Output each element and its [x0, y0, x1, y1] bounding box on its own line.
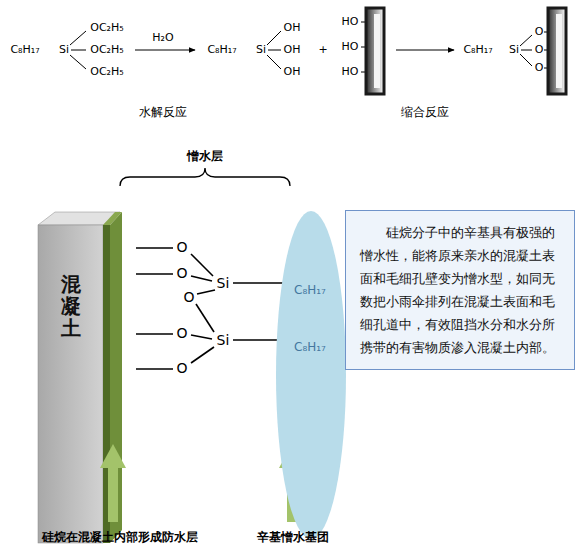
concrete-block: 混凝土: [38, 225, 103, 543]
group: HO: [342, 66, 359, 78]
bond: [136, 273, 173, 275]
substrate-surface: [374, 14, 380, 88]
formula: C₈H₁₇: [463, 44, 492, 56]
atom: Si: [509, 44, 519, 56]
formula: C₈H₁₇: [207, 44, 236, 56]
bond: [136, 333, 173, 335]
atom: O: [535, 26, 544, 38]
substrate-surface: [366, 8, 384, 94]
atom: Si: [217, 276, 230, 291]
group: HO: [342, 16, 359, 28]
reaction-arrow: [135, 50, 195, 51]
atom: O: [176, 326, 187, 341]
atom: O: [176, 240, 187, 255]
group-formula: C₈H₁₇: [294, 283, 326, 297]
substrate-surface: [548, 8, 566, 94]
ellipse-outline: [275, 210, 347, 540]
caption-label: 辛基憎水基团: [257, 531, 329, 544]
bond: [136, 368, 173, 370]
bond: [267, 31, 281, 45]
note-text: 硅烷分子中的辛基具有极强的憎水性，能将原来亲水的混凝土表面和毛细孔壁变为憎水型，…: [360, 221, 560, 359]
bond: [191, 347, 214, 363]
pointer-arrow: [100, 444, 305, 522]
bond: [191, 254, 213, 276]
bond: [136, 247, 173, 249]
bond: [191, 335, 212, 339]
arrow-shaft: [108, 466, 118, 522]
note-box: 硅烷分子中的辛基具有极强的憎水性，能将原来亲水的混凝土表面和毛细孔壁变为憎水型，…: [345, 210, 575, 370]
bond: [197, 290, 215, 294]
reaction-arrow: [396, 50, 454, 51]
atom: Si: [59, 44, 69, 56]
bond: [520, 54, 532, 66]
atom: O: [535, 62, 544, 74]
ellipse-shape: [276, 211, 346, 539]
layer-label: 憎水层: [187, 150, 223, 163]
bond-lines: [136, 248, 292, 369]
plus-sign: +: [318, 44, 327, 56]
bond: [71, 50, 86, 51]
bond: [70, 31, 86, 45]
group: HO: [342, 41, 359, 53]
bond: [268, 50, 281, 51]
atom: O: [183, 290, 194, 305]
bond: [521, 50, 532, 51]
group: OH: [284, 44, 301, 56]
block-label: 混凝土: [61, 273, 81, 543]
caption-label: 硅烷在混凝土内部形成防水层: [42, 531, 198, 544]
group: OH: [284, 22, 301, 34]
formula: C₈H₁₇: [10, 44, 39, 56]
atom: O: [176, 266, 187, 281]
bond: [70, 55, 86, 69]
substrate-surface: [556, 14, 562, 88]
bond: [267, 55, 281, 69]
atom: O: [535, 44, 544, 56]
formula: OC₂H₅: [90, 66, 123, 78]
formula: OC₂H₅: [90, 22, 123, 34]
atom: Si: [217, 333, 230, 348]
step-label: 水解反应: [139, 106, 187, 119]
brace: [120, 168, 290, 186]
bond: [520, 35, 532, 46]
atom: Si: [256, 44, 266, 56]
reagent: H₂O: [152, 32, 173, 44]
hydrophobic-group: C₈H₁₇ C₈H₁₇: [275, 210, 347, 540]
group-formula: C₈H₁₇: [294, 340, 326, 354]
formula: OC₂H₅: [90, 44, 123, 56]
arrow-head: [100, 444, 126, 468]
step-label: 缩合反应: [401, 106, 449, 119]
concrete-front: [38, 225, 103, 543]
bond-lines: [70, 22, 548, 72]
group: OH: [284, 66, 301, 78]
bond: [191, 276, 212, 281]
bond: [196, 304, 214, 332]
atom: O: [176, 361, 187, 376]
